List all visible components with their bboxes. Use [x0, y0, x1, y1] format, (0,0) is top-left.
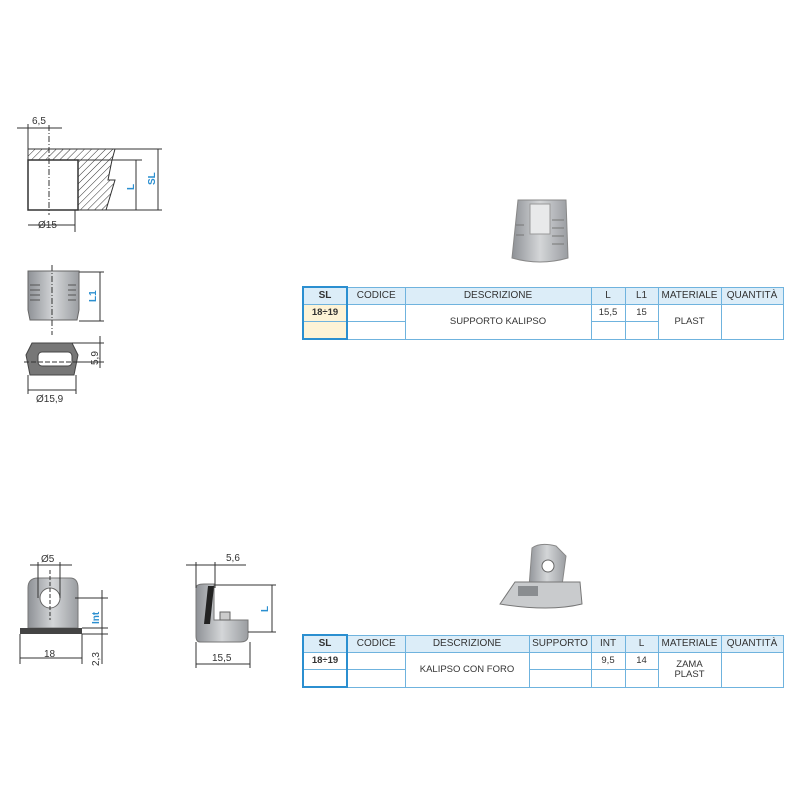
- cell-supporto: [528, 652, 592, 670]
- dim-label: L: [126, 184, 137, 190]
- front-view-drawing: [19, 562, 108, 664]
- dim-label: 2,3: [91, 652, 102, 666]
- dim-label: L: [260, 606, 271, 612]
- dim-label: Ø15: [38, 220, 57, 231]
- cell-sl-empty: [302, 321, 348, 340]
- side-view-drawing-2: [186, 562, 276, 668]
- header-materiale: MATERIALE: [657, 286, 722, 305]
- cell-l: 15,5: [590, 304, 626, 322]
- product-table-kalipso-con-foro: SL CODICE DESCRIZIONE SUPPORTO INT L MAT…: [302, 634, 784, 688]
- header-descrizione: DESCRIZIONE: [404, 286, 592, 305]
- cell-codice[interactable]: [346, 652, 406, 670]
- cell-codice[interactable]: [346, 304, 406, 322]
- table-row: [302, 321, 783, 340]
- cell-empty: [624, 321, 659, 340]
- header-sl: SL: [302, 634, 348, 653]
- side-view-drawing: [24, 265, 104, 394]
- dim-label: SL: [147, 172, 158, 185]
- cell-descrizione: KALIPSO CON FORO: [404, 652, 530, 688]
- header-descrizione: DESCRIZIONE: [404, 634, 530, 653]
- header-quantita: QUANTITÀ: [720, 634, 784, 653]
- product-table-supporto-kalipso: SL CODICE DESCRIZIONE L L1 MATERIALE QUA…: [302, 286, 784, 340]
- cell-quantita[interactable]: [720, 652, 784, 688]
- cell-sl: 18÷19: [302, 652, 348, 670]
- product-photo-kalipso-con-foro: [499, 543, 583, 609]
- header-l1: L1: [624, 286, 659, 305]
- cell-descrizione: SUPPORTO KALIPSO: [404, 304, 592, 340]
- cell-empty: [624, 669, 659, 688]
- cell-sl-empty: [302, 669, 348, 688]
- header-sl: SL: [302, 286, 348, 305]
- table-row: [302, 669, 783, 688]
- table-header-row: SL CODICE DESCRIZIONE L L1 MATERIALE QUA…: [302, 286, 784, 305]
- dim-label: Ø15,9: [36, 394, 64, 405]
- dim-label: Int: [91, 611, 102, 624]
- dim-label: 5,9: [90, 351, 101, 365]
- table-row: 18÷19 SUPPORTO KALIPSO 15,5 15 PLAST: [302, 304, 784, 340]
- cell-l1: 15: [624, 304, 659, 322]
- cell-sl: 18÷19: [302, 304, 348, 322]
- dim-label: L1: [88, 290, 99, 302]
- header-quantita: QUANTITÀ: [720, 286, 784, 305]
- dim-label: Ø5: [41, 554, 55, 565]
- header-int: INT: [590, 634, 626, 653]
- product-photo-supporto-kalipso: [511, 199, 569, 263]
- cell-quantita[interactable]: [720, 304, 784, 340]
- cell-empty: [590, 321, 626, 340]
- dim-label: 18: [44, 649, 56, 660]
- cell-empty: [590, 669, 626, 688]
- cell-codice-empty[interactable]: [346, 321, 406, 340]
- header-supporto: SUPPORTO: [528, 634, 592, 653]
- cell-l: 14: [624, 652, 659, 670]
- materiale-plast: PLAST: [674, 668, 705, 680]
- materiale-zama: ZAMA: [676, 658, 703, 670]
- cell-materiale: PLAST: [657, 304, 722, 340]
- header-l: L: [624, 634, 659, 653]
- header-codice: CODICE: [346, 634, 406, 653]
- dim-label: 5,6: [226, 553, 240, 564]
- cell-empty: [528, 669, 592, 688]
- table-header-row: SL CODICE DESCRIZIONE SUPPORTO INT L MAT…: [302, 634, 784, 653]
- dim-label: 6,5: [32, 116, 46, 127]
- cell-int: 9,5: [590, 652, 626, 670]
- header-l: L: [590, 286, 626, 305]
- header-codice: CODICE: [346, 286, 406, 305]
- header-materiale: MATERIALE: [657, 634, 722, 653]
- dim-label: 15,5: [212, 653, 232, 664]
- cell-codice-empty[interactable]: [346, 669, 406, 688]
- section-drawing: [17, 124, 162, 232]
